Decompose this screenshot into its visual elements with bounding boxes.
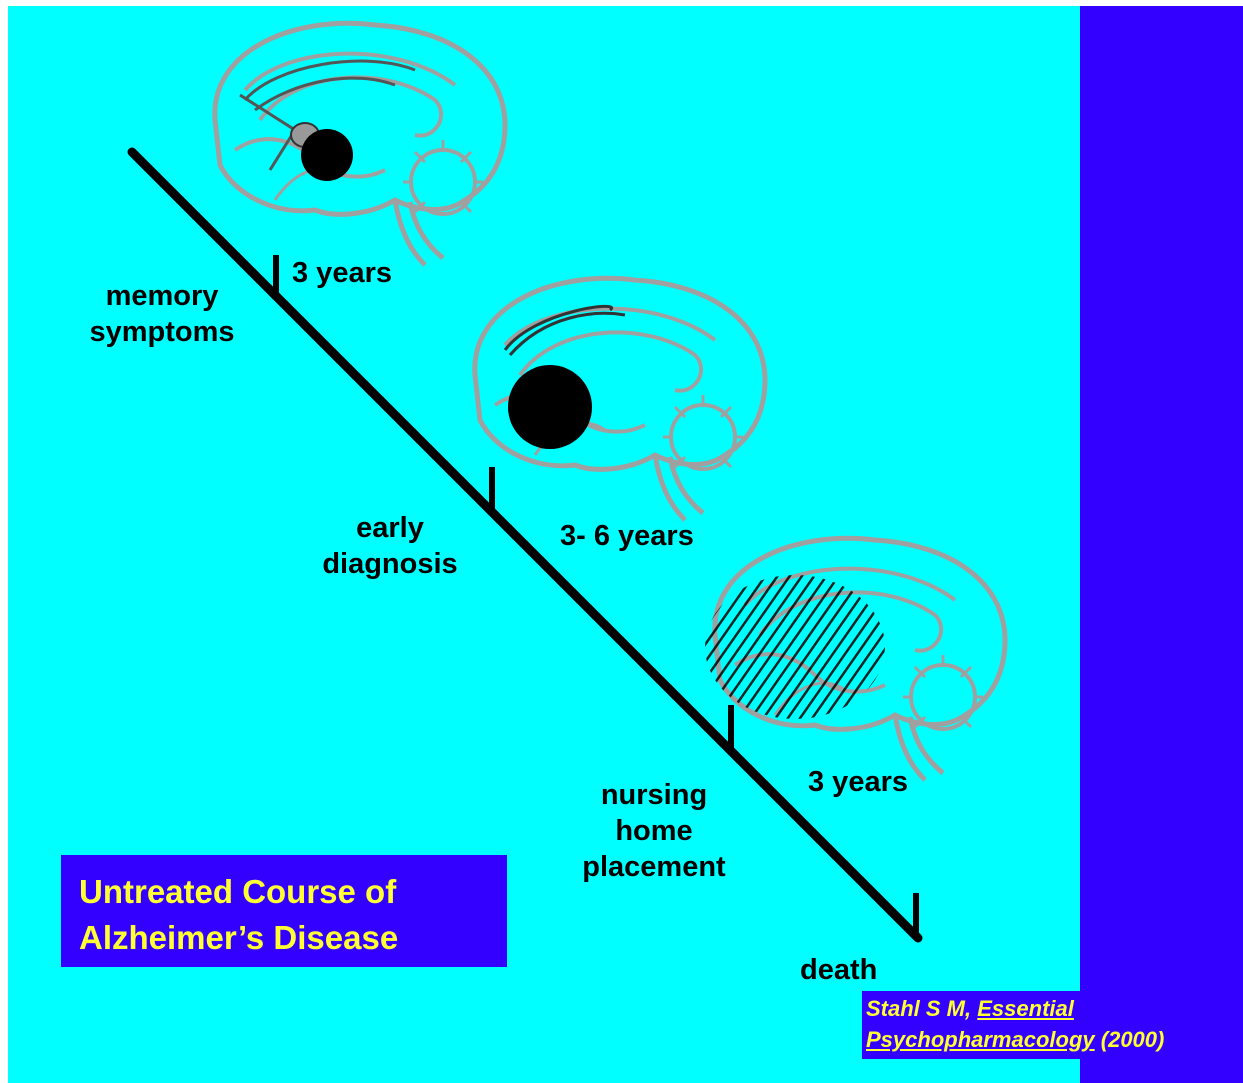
stage-label-line: placement (554, 849, 754, 885)
stage-label-line: diagnosis (290, 546, 490, 582)
stage-label-line: nursing (554, 777, 754, 813)
interval-label-3: 3 years (808, 764, 908, 800)
stage-label-memory-symptoms: memory symptoms (62, 278, 262, 350)
stage-label-nursing-home-placement: nursing home placement (554, 777, 754, 885)
citation-book-title-part2: Psychopharmacology (866, 1027, 1095, 1052)
stage-label-line: symptoms (62, 314, 262, 350)
stage-label-line: memory (62, 278, 262, 314)
citation-author: Stahl S M, (866, 996, 977, 1021)
brain-severe-atrophy-icon (705, 538, 1005, 780)
brain-moderate-atrophy-icon (475, 278, 765, 520)
stage-label-early-diagnosis: early diagnosis (290, 510, 490, 582)
title-line-1: Untreated Course of (79, 869, 507, 915)
title-box: Untreated Course of Alzheimer’s Disease (61, 855, 507, 967)
stage-label-line: home (554, 813, 754, 849)
title-line-2: Alzheimer’s Disease (79, 915, 507, 961)
stage-label-line: early (290, 510, 490, 546)
interval-label-2: 3- 6 years (560, 518, 694, 554)
stage-label-death: death (800, 952, 877, 988)
brain-mild-atrophy-icon (215, 23, 505, 265)
citation-line-2: Psychopharmacology (2000) (866, 1024, 1243, 1055)
citation-year: (2000) (1095, 1027, 1165, 1052)
citation-box: Stahl S M, Essential Psychopharmacology … (862, 991, 1243, 1059)
citation-book-title-part1: Essential (977, 996, 1074, 1021)
interval-label-1: 3 years (292, 255, 392, 291)
citation-line-1: Stahl S M, Essential (866, 993, 1243, 1024)
